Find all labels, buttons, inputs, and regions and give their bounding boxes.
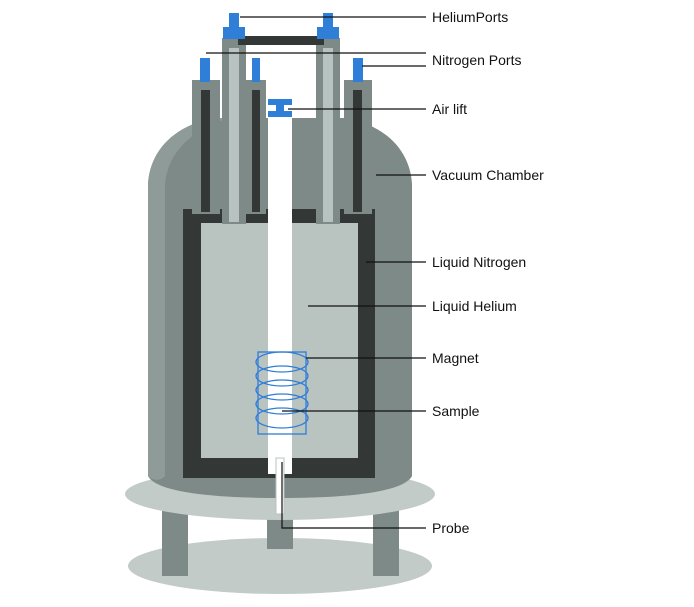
nitrogen-tube-left-inner <box>201 90 210 212</box>
nitrogen-tube-mid-left-inner <box>252 90 260 212</box>
nitrogen-port-cap-right <box>353 58 363 82</box>
leader-lines <box>206 16 426 529</box>
label-sample: Sample <box>432 403 480 419</box>
label-vacuum-chamber: Vacuum Chamber <box>432 167 544 183</box>
label-probe: Probe <box>432 520 470 536</box>
label-magnet: Magnet <box>432 350 479 366</box>
label-liquid-helium: Liquid Helium <box>432 298 517 314</box>
nitrogen-tube-right-inner <box>353 90 362 212</box>
helium-port-cap-left-top <box>229 13 239 27</box>
leader-probe <box>281 462 426 529</box>
vacuum-chamber-shade <box>148 118 230 480</box>
helium-port-cap-right <box>317 27 339 39</box>
helium-tube-left-inner <box>229 48 239 222</box>
nitrogen-port-cap-left <box>200 58 210 82</box>
magnet-coil <box>255 351 309 435</box>
label-liquid-nitrogen: Liquid Nitrogen <box>432 254 526 270</box>
helium-port-cap-left <box>223 27 245 39</box>
nitrogen-port-cap-mid <box>252 58 260 82</box>
air-lift-icon <box>268 99 292 117</box>
helium-tube-right-inner <box>323 48 333 222</box>
floor-plate <box>128 538 432 594</box>
probe-tube <box>268 114 292 474</box>
label-nitrogen-ports: Nitrogen Ports <box>432 52 521 68</box>
label-helium-ports: HeliumPorts <box>432 9 508 25</box>
helium-port-cap-right-top <box>323 13 333 27</box>
probe-tube-bottom <box>275 457 285 515</box>
helium-connector-bar <box>238 36 324 45</box>
label-air-lift: Air lift <box>432 101 467 117</box>
